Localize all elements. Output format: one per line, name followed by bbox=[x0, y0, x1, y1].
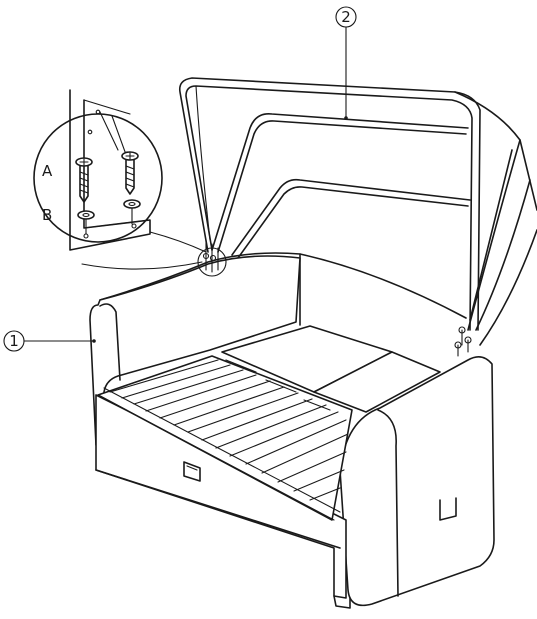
label-a: A bbox=[42, 162, 53, 180]
washer-b-right bbox=[123, 199, 141, 209]
callout-1-label: 1 bbox=[9, 332, 19, 350]
detail-zoom: A B bbox=[33, 89, 227, 277]
left-hinge-hardware bbox=[202, 239, 219, 273]
label-b: B bbox=[42, 206, 52, 224]
slats bbox=[97, 359, 349, 521]
detail-circle bbox=[33, 113, 163, 243]
screw-a-right bbox=[121, 151, 139, 195]
callout-1: 1 bbox=[3, 330, 96, 352]
screw-a-left bbox=[75, 157, 93, 203]
callout-2: 2 bbox=[335, 6, 357, 120]
right-hinge-hardware bbox=[454, 326, 472, 357]
washer-b-left bbox=[77, 210, 95, 220]
canopy bbox=[178, 77, 537, 346]
callout-2-label: 2 bbox=[341, 8, 351, 26]
sofa-body bbox=[89, 252, 495, 609]
